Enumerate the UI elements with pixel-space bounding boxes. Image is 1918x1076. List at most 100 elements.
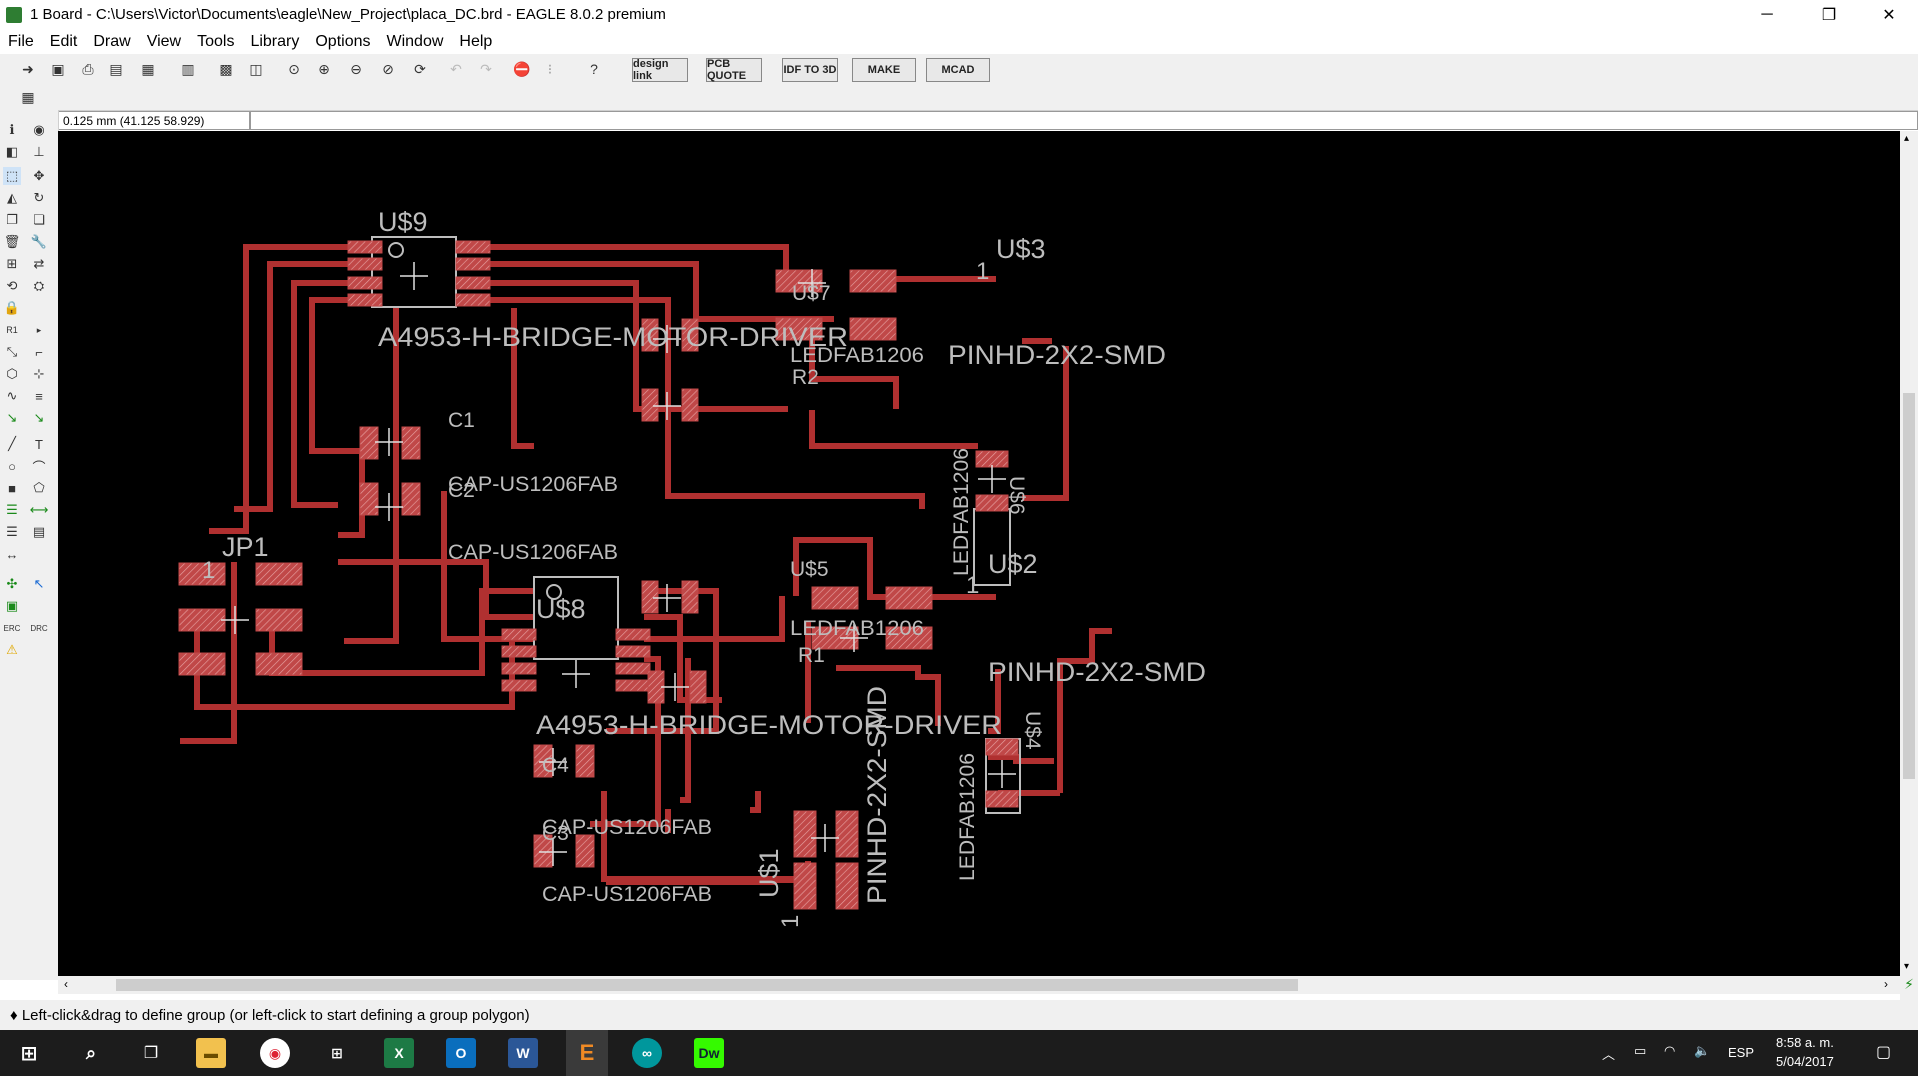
circle-icon[interactable]: ○ bbox=[8, 458, 16, 474]
windows-start-icon[interactable]: ⊞ bbox=[20, 1042, 38, 1065]
go-icon[interactable]: ⁝ bbox=[547, 60, 553, 77]
word-icon[interactable]: W bbox=[508, 1038, 538, 1068]
make-button[interactable]: MAKE bbox=[852, 58, 916, 82]
copy-icon[interactable]: ❐ bbox=[6, 212, 18, 227]
language-indicator[interactable]: ESP bbox=[1728, 1045, 1755, 1060]
pcb-quote-button[interactable]: PCB QUOTE bbox=[706, 58, 762, 82]
chrome-icon[interactable]: ◉ bbox=[260, 1038, 290, 1068]
vertical-scrollbar[interactable]: ▴ ▾ bbox=[1900, 131, 1918, 976]
scroll-left-icon[interactable]: ‹ bbox=[64, 977, 68, 991]
split-icon[interactable]: ⤡ bbox=[6, 344, 18, 359]
zoom-fit-icon[interactable]: ⊙ bbox=[288, 60, 300, 77]
zoom-in-icon[interactable]: ⊕ bbox=[318, 60, 330, 77]
notifications-icon[interactable]: ▢ bbox=[1876, 1044, 1892, 1061]
errors-icon[interactable]: ⚠ bbox=[6, 642, 18, 657]
autoroute-icon[interactable]: ↘ bbox=[6, 410, 18, 425]
fanout-icon[interactable]: ↘ bbox=[33, 410, 45, 425]
optimize-icon[interactable]: ⬡ bbox=[6, 366, 18, 381]
minimize-button[interactable]: ─ bbox=[1761, 6, 1773, 23]
mcad-button[interactable]: MCAD bbox=[926, 58, 990, 82]
zoom-out-icon[interactable]: ⊖ bbox=[350, 60, 362, 77]
erc-icon[interactable]: ERC bbox=[3, 623, 21, 633]
menu-window[interactable]: Window bbox=[386, 33, 444, 50]
rotate-icon[interactable]: ↻ bbox=[33, 190, 45, 205]
clock-date[interactable]: 5/04/2017 bbox=[1776, 1054, 1834, 1069]
dimension-icon[interactable]: ↔ bbox=[5, 546, 19, 562]
open-icon[interactable]: ➜ bbox=[22, 60, 34, 77]
line-icon[interactable]: ╱ bbox=[8, 436, 16, 451]
redraw-icon[interactable]: ⟳ bbox=[414, 60, 426, 77]
text-icon[interactable]: T bbox=[35, 436, 43, 452]
idf-to-3d-button[interactable]: IDF TO 3D bbox=[782, 58, 838, 82]
task-view-icon[interactable]: ❐ bbox=[143, 1045, 159, 1062]
horizontal-scrollbar[interactable]: ‹ › bbox=[58, 976, 1900, 994]
mirror-icon[interactable]: ◭ bbox=[7, 190, 17, 205]
menu-options[interactable]: Options bbox=[315, 33, 371, 50]
redo-icon[interactable]: ↷ bbox=[480, 60, 492, 77]
attribute-icon[interactable]: ▤ bbox=[32, 524, 46, 539]
arc-icon[interactable]: ⌒ bbox=[32, 459, 46, 475]
info-icon[interactable]: ℹ bbox=[9, 122, 15, 137]
menu-view[interactable]: View bbox=[146, 33, 182, 50]
change-icon[interactable]: ▸ bbox=[36, 324, 42, 335]
group-icon[interactable]: ⬚ bbox=[3, 167, 21, 185]
save-icon[interactable]: ▣ bbox=[51, 60, 65, 77]
scroll-up-icon[interactable]: ▴ bbox=[1904, 133, 1910, 144]
rect-icon[interactable]: ■ bbox=[8, 480, 16, 496]
maximize-button[interactable]: ❐ bbox=[1821, 7, 1837, 24]
horizontal-scroll-thumb[interactable] bbox=[116, 979, 1298, 991]
paste-icon[interactable]: ❏ bbox=[33, 212, 45, 227]
design-link-button[interactable]: design link bbox=[632, 58, 688, 82]
store-icon[interactable]: ⊞ bbox=[331, 1044, 343, 1061]
eagle-taskbar-icon[interactable]: E bbox=[566, 1030, 608, 1076]
cam-icon[interactable]: ▤ bbox=[109, 60, 123, 77]
library-icon[interactable]: ▥ bbox=[181, 60, 195, 77]
drc-icon[interactable]: DRC bbox=[30, 623, 48, 633]
wrench-icon[interactable]: 🔧 bbox=[30, 234, 48, 249]
battery-icon[interactable]: ▭ bbox=[1634, 1043, 1647, 1058]
board-canvas[interactable]: U$9 A4953-H-BRIDGE-MOTOR-DRIVER U$3 1 PI… bbox=[58, 131, 1900, 976]
undo-icon[interactable]: ↶ bbox=[450, 60, 462, 77]
delete-icon[interactable]: 🗑 bbox=[3, 234, 21, 249]
lock-icon[interactable]: 🔒 bbox=[3, 300, 21, 315]
menu-help[interactable]: Help bbox=[459, 33, 493, 50]
auto-icon[interactable]: ↖ bbox=[33, 576, 45, 591]
excel-icon[interactable]: X bbox=[384, 1038, 414, 1068]
route-icon[interactable]: ∿ bbox=[6, 388, 18, 403]
hole-icon[interactable]: ☰ bbox=[6, 524, 18, 539]
polygon-icon[interactable]: ⬠ bbox=[33, 480, 45, 495]
tray-chevron-icon[interactable]: ︿ bbox=[1602, 1047, 1616, 1062]
signal-icon[interactable]: ⟷ bbox=[29, 502, 49, 517]
zoom-select-icon[interactable]: ⊘ bbox=[382, 60, 394, 77]
move-icon[interactable]: ✥ bbox=[33, 168, 45, 183]
display-icon[interactable]: ◧ bbox=[5, 144, 19, 159]
close-button[interactable]: ✕ bbox=[1882, 7, 1896, 24]
add-icon[interactable]: ⊞ bbox=[6, 256, 18, 271]
scroll-down-icon[interactable]: ▾ bbox=[1904, 961, 1910, 972]
dreamweaver-icon[interactable]: Dw bbox=[694, 1038, 724, 1068]
via-icon[interactable]: ☰ bbox=[6, 502, 18, 517]
scroll-right-icon[interactable]: › bbox=[1884, 977, 1888, 991]
file-explorer-icon[interactable]: ▬ bbox=[196, 1038, 226, 1068]
clock-time[interactable]: 8:58 a. m. bbox=[1776, 1035, 1834, 1050]
help-icon[interactable]: ? bbox=[590, 61, 598, 77]
command-input[interactable] bbox=[250, 111, 1918, 130]
menu-file[interactable]: File bbox=[8, 33, 34, 50]
smash-icon[interactable]: R1 bbox=[6, 325, 18, 335]
show-icon[interactable]: ◉ bbox=[33, 122, 45, 137]
arduino-icon[interactable]: ∞ bbox=[632, 1038, 662, 1068]
stop-icon[interactable]: ⛔ bbox=[513, 60, 531, 77]
drc-layer-icon[interactable]: ▣ bbox=[5, 598, 19, 613]
print-icon[interactable]: ⎙ bbox=[82, 60, 94, 77]
auto-update-icon[interactable]: ⚡ bbox=[1900, 976, 1918, 1000]
search-icon[interactable]: ⌕ bbox=[85, 1042, 97, 1063]
volume-icon[interactable]: 🔈 bbox=[1694, 1043, 1711, 1058]
grid-icon[interactable]: ▦ bbox=[21, 88, 35, 105]
outlook-icon[interactable]: O bbox=[446, 1038, 476, 1068]
script-icon[interactable]: ▩ bbox=[219, 60, 233, 77]
meander-icon[interactable]: ⊹ bbox=[33, 366, 45, 381]
replace-icon[interactable]: ⇄ bbox=[33, 256, 45, 271]
ripup-icon[interactable]: ≡ bbox=[35, 388, 43, 404]
mark-icon[interactable]: ⊥ bbox=[33, 144, 45, 159]
value-icon[interactable]: ⛭ bbox=[33, 278, 45, 293]
